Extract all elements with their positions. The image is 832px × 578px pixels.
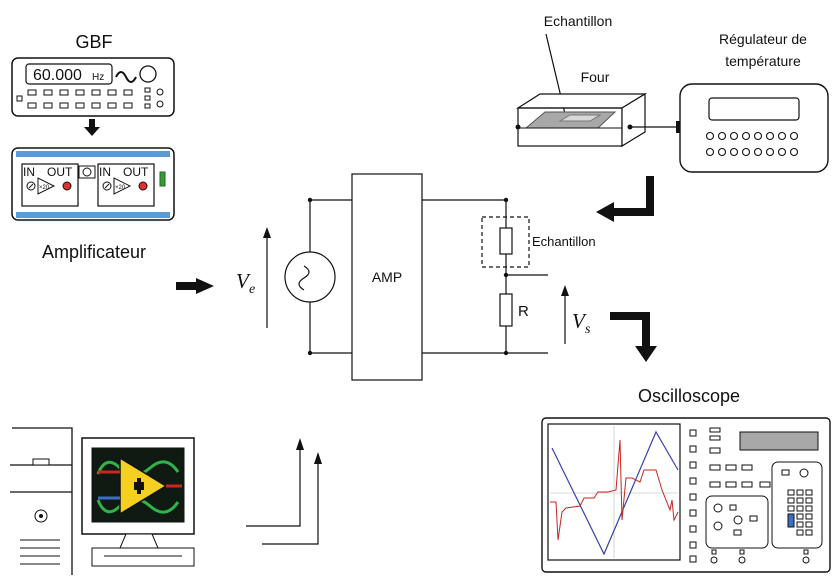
computer-tower-icon (10, 427, 73, 575)
monitor-icon (81, 437, 195, 567)
amp-out-label-2: OUT (123, 165, 149, 179)
trace-red (550, 439, 679, 541)
regulateur-label-line2: température (725, 53, 801, 69)
ac-source (284, 251, 336, 303)
controller-connector (676, 121, 681, 133)
four-label: Four (581, 69, 610, 85)
amp-block (351, 173, 423, 381)
node-dot (503, 197, 509, 203)
oscilloscope-label: Oscilloscope (638, 386, 740, 406)
node-dot (307, 197, 313, 203)
oscilloscope-icon (541, 417, 831, 573)
gbf-label: GBF (75, 32, 112, 52)
temperature-controller-icon (679, 83, 829, 173)
ve-arrow (263, 227, 271, 328)
amp-block-label: AMP (372, 269, 402, 285)
node-dot (503, 350, 509, 356)
ve-symbol: V (236, 269, 251, 293)
ve-subscript: e (249, 282, 255, 297)
echantillon-resistor (499, 227, 513, 255)
amplificateur-label: Amplificateur (42, 242, 146, 262)
sine-wave-icon (115, 71, 137, 83)
osc-key-blue (787, 513, 795, 528)
echantillon-dashed-box (481, 216, 530, 268)
echantillon-top-label: Echantillon (544, 13, 613, 29)
trace-blue (551, 430, 679, 556)
resistor-r (499, 293, 513, 327)
circuit (309, 173, 548, 381)
vs-arrow (561, 285, 569, 344)
echantillon-circuit-label: Echantillon (532, 234, 596, 249)
vs-subscript: s (585, 322, 591, 337)
node-dot (503, 272, 509, 278)
gbf-display-value: 60.000 (33, 67, 82, 84)
amp-gain-1: ×20 (39, 185, 50, 191)
regulateur-label-line1: Régulateur de (719, 31, 807, 47)
arrow-icon (596, 176, 654, 222)
amp-in-label-1: IN (23, 165, 35, 179)
gbf-knob (139, 65, 157, 83)
node-dot (307, 350, 313, 356)
amplifier-icon: IN OUT IN OUT ×20 ×20 (11, 147, 175, 221)
amp-out-label-1: OUT (47, 165, 73, 179)
resistor-label: R (518, 303, 529, 320)
vs-symbol: V (572, 309, 587, 333)
amp-in-label-2: IN (99, 165, 111, 179)
furnace-icon (515, 92, 648, 148)
arrow-icon (84, 119, 100, 136)
sine-wave-icon (298, 265, 310, 291)
gbf-display-unit: Hz (92, 72, 104, 83)
step-arrows (246, 448, 319, 545)
osc-info-display (739, 431, 819, 451)
labview-logo-icon (96, 456, 182, 516)
arrow-icon (176, 278, 214, 294)
function-generator-icon: 60.000 Hz (11, 57, 175, 117)
amp-gain-2: ×20 (115, 185, 126, 191)
arrow-icon (610, 312, 657, 362)
